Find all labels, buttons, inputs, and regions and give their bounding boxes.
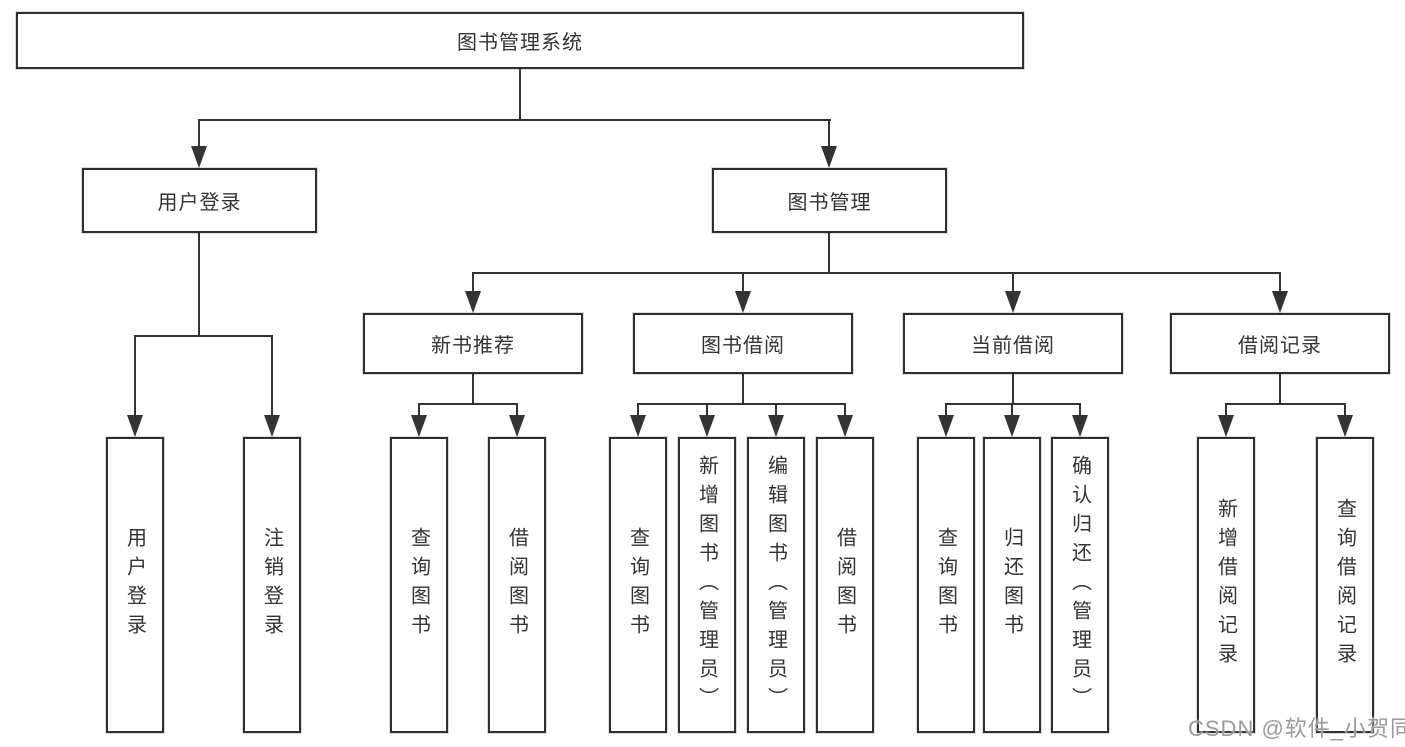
arrow-down-icon bbox=[837, 415, 853, 437]
leaf-recommend-query-books: 查询图书 bbox=[390, 437, 448, 733]
connector-line bbox=[134, 335, 136, 416]
connector-line bbox=[1279, 272, 1281, 292]
arrow-down-icon bbox=[191, 146, 207, 168]
connector-line bbox=[637, 403, 846, 405]
arrow-down-icon bbox=[1072, 415, 1088, 437]
connector-line bbox=[742, 272, 744, 292]
arrow-down-icon bbox=[264, 415, 280, 437]
arrow-down-icon bbox=[938, 415, 954, 437]
arrow-down-icon bbox=[1272, 291, 1288, 313]
arrow-down-icon bbox=[411, 415, 427, 437]
leaf-confirm-return-admin: 确认归还（管理员） bbox=[1051, 437, 1109, 733]
arrow-down-icon bbox=[1004, 415, 1020, 437]
node-book-borrowing: 图书借阅 bbox=[633, 313, 853, 374]
arrow-down-icon bbox=[821, 146, 837, 168]
arrow-down-icon bbox=[465, 291, 481, 313]
leaf-query-borrow-record: 查询借阅记录 bbox=[1316, 437, 1374, 733]
connector-line bbox=[706, 403, 708, 416]
connector-line bbox=[134, 335, 273, 337]
node-book-management: 图书管理 bbox=[712, 168, 947, 233]
connector-line bbox=[1225, 403, 1227, 416]
leaf-add-books-admin: 新增图书（管理员） bbox=[678, 437, 736, 733]
leaf-edit-books-admin: 编辑图书（管理员） bbox=[747, 437, 805, 733]
arrow-down-icon bbox=[1218, 415, 1234, 437]
connector-line bbox=[1279, 374, 1281, 404]
connector-line bbox=[742, 374, 744, 404]
arrow-down-icon bbox=[1005, 291, 1021, 313]
connector-line bbox=[1225, 403, 1346, 405]
connector-line bbox=[472, 374, 474, 404]
node-borrowing-records: 借阅记录 bbox=[1170, 313, 1390, 374]
connector-line bbox=[828, 119, 830, 147]
connector-line bbox=[516, 403, 518, 416]
leaf-user-login: 用户登录 bbox=[106, 437, 164, 733]
connector-line bbox=[418, 403, 518, 405]
leaf-add-borrow-record: 新增借阅记录 bbox=[1197, 437, 1255, 733]
connector-line bbox=[198, 119, 831, 121]
node-new-book-recommendation: 新书推荐 bbox=[363, 313, 583, 374]
arrow-down-icon bbox=[768, 415, 784, 437]
arrow-down-icon bbox=[1337, 415, 1353, 437]
connector-line bbox=[519, 69, 521, 120]
connector-line bbox=[637, 403, 639, 416]
leaf-borrow-query-books: 查询图书 bbox=[609, 437, 667, 733]
connector-line bbox=[1344, 403, 1346, 416]
connector-line bbox=[198, 233, 200, 336]
connector-line bbox=[198, 119, 200, 147]
node-user-login: 用户登录 bbox=[82, 168, 317, 233]
arrow-down-icon bbox=[630, 415, 646, 437]
arrow-down-icon bbox=[509, 415, 525, 437]
leaf-return-books: 归还图书 bbox=[983, 437, 1041, 733]
connector-line bbox=[1012, 272, 1014, 292]
connector-line bbox=[945, 403, 947, 416]
connector-line bbox=[472, 272, 474, 292]
connector-line bbox=[271, 335, 273, 416]
connector-line bbox=[418, 403, 420, 416]
connector-line bbox=[828, 233, 830, 273]
connector-line bbox=[844, 403, 846, 416]
node-current-borrowing: 当前借阅 bbox=[903, 313, 1123, 374]
arrow-down-icon bbox=[127, 415, 143, 437]
arrow-down-icon bbox=[735, 291, 751, 313]
leaf-current-query-books: 查询图书 bbox=[917, 437, 975, 733]
arrow-down-icon bbox=[699, 415, 715, 437]
connector-line bbox=[1011, 403, 1013, 416]
connector-line bbox=[775, 403, 777, 416]
leaf-borrow-books: 借阅图书 bbox=[816, 437, 874, 733]
csdn-watermark: CSDN @软件_小贺同学 bbox=[1188, 716, 1405, 741]
connector-line bbox=[472, 272, 1281, 274]
connector-line bbox=[1012, 374, 1014, 404]
node-library-management-system: 图书管理系统 bbox=[16, 12, 1024, 69]
leaf-logout: 注销登录 bbox=[243, 437, 301, 733]
connector-line bbox=[1079, 403, 1081, 416]
leaf-recommend-borrow-books: 借阅图书 bbox=[488, 437, 546, 733]
connector-line bbox=[945, 403, 1081, 405]
